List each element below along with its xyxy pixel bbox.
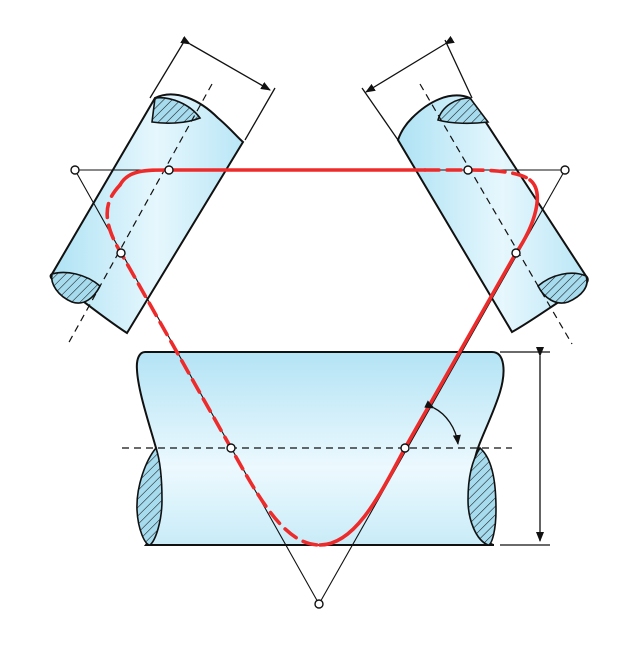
upper-right-roller-section-bottom: [537, 272, 588, 304]
point-top-left-inner: [164, 165, 174, 175]
point-top-right-outer: [560, 165, 570, 175]
upper-left-dimension-arrow: [180, 36, 271, 91]
point-left-mid: [116, 248, 126, 258]
angle-arc: [424, 400, 461, 445]
upper-right-roller: [396, 83, 589, 345]
point-bottom: [314, 599, 324, 609]
contour-points: [70, 165, 570, 609]
lower-roller-section-left: [136, 446, 163, 546]
upper-right-roller-axis: [419, 83, 573, 345]
upper-left-roller-section-top: [151, 96, 202, 124]
lower-roller-section-right: [467, 446, 497, 546]
upper-left-extension-a: [149, 39, 186, 99]
upper-right-extension-b: [361, 87, 399, 141]
lower-roller: [122, 351, 512, 546]
dimension-arrows: [149, 35, 550, 546]
point-lower-right: [400, 443, 410, 453]
upper-left-roller-axis: [67, 83, 213, 345]
upper-left-roller: [49, 83, 245, 345]
upper-right-extension-a: [444, 39, 473, 99]
point-right-mid: [511, 248, 521, 258]
upper-right-dimension-arrow: [365, 35, 455, 93]
upper-right-roller-section-top: [437, 97, 490, 125]
point-lower-left: [226, 443, 236, 453]
upper-left-extension-b: [244, 87, 276, 141]
point-top-right-inner: [463, 165, 473, 175]
upper-left-roller-section-bottom: [50, 271, 101, 304]
point-top-left-outer: [70, 165, 80, 175]
